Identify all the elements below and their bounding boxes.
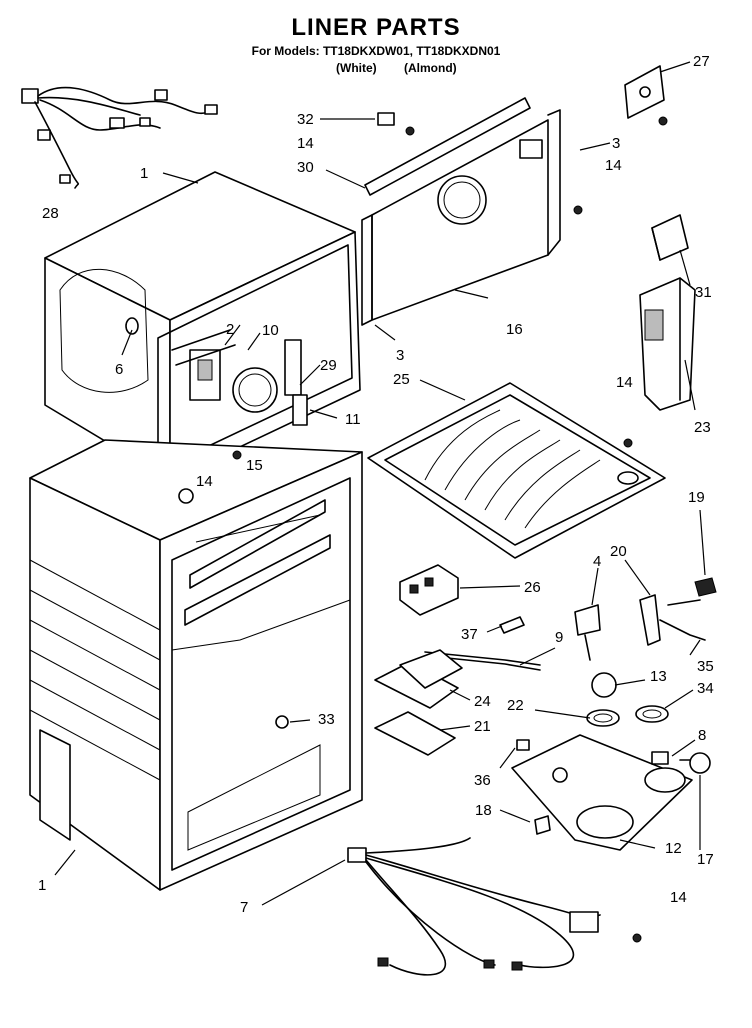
callout-18: 18 bbox=[475, 802, 492, 819]
callout-26: 26 bbox=[524, 579, 541, 596]
callout-25: 25 bbox=[393, 371, 410, 388]
part-21-control-cover bbox=[374, 711, 456, 756]
callout-34: 34 bbox=[697, 680, 714, 697]
part-33-grommet bbox=[275, 715, 289, 729]
callout-23: 23 bbox=[694, 419, 711, 436]
callout-27: 27 bbox=[693, 53, 710, 70]
callout-1-upper: 1 bbox=[140, 165, 148, 182]
callout-11: 11 bbox=[345, 411, 361, 428]
part-16-evaporator-cover bbox=[361, 97, 561, 326]
part-17-lamp-bulb bbox=[679, 752, 711, 774]
part-18-plug bbox=[534, 815, 551, 835]
part-25-crisper-cover bbox=[367, 382, 666, 559]
callout-32: 32 bbox=[297, 111, 314, 128]
part-36-clip bbox=[516, 739, 530, 751]
callout-12: 12 bbox=[665, 840, 682, 857]
callout-7: 7 bbox=[240, 899, 248, 916]
callout-17: 17 bbox=[697, 851, 714, 868]
callout-20: 20 bbox=[610, 543, 627, 560]
part-34-grommet bbox=[635, 705, 669, 723]
part-8-socket bbox=[651, 751, 669, 765]
callout-31: 31 bbox=[695, 284, 712, 301]
part-32-fastener bbox=[377, 112, 395, 126]
callout-35: 35 bbox=[697, 658, 714, 675]
diagram-title: LINER PARTS bbox=[291, 14, 461, 41]
part-7-wiring-harness bbox=[347, 837, 601, 976]
part-22-grommet bbox=[586, 709, 620, 727]
part-29-thermostat bbox=[292, 394, 308, 426]
part-37-clip bbox=[499, 616, 525, 634]
callout-10: 10 bbox=[262, 322, 279, 339]
callout-24: 24 bbox=[474, 693, 491, 710]
part-9-rod bbox=[424, 651, 541, 671]
callout-14-c: 14 bbox=[616, 374, 633, 391]
callout-37: 37 bbox=[461, 626, 478, 643]
part-14-screws bbox=[232, 116, 668, 943]
callout-33: 33 bbox=[318, 711, 335, 728]
callout-9: 9 bbox=[555, 629, 563, 646]
part-12-control-base bbox=[511, 734, 693, 851]
model-numbers: For Models: TT18DKXDW01, TT18DKXDN01 bbox=[251, 44, 501, 58]
color-almond-label: (Almond) bbox=[404, 61, 457, 75]
color-white-label: (White) bbox=[336, 61, 377, 75]
callout-36: 36 bbox=[474, 772, 491, 789]
callout-16: 16 bbox=[506, 321, 523, 338]
callout-28: 28 bbox=[42, 205, 59, 222]
part-26-light-housing bbox=[399, 564, 459, 616]
callout-29: 29 bbox=[320, 357, 337, 374]
callout-19: 19 bbox=[688, 489, 705, 506]
callout-14-a: 14 bbox=[297, 135, 314, 152]
callout-6: 6 bbox=[115, 361, 123, 378]
callout-14-e: 14 bbox=[670, 889, 687, 906]
part-27-cover-plate bbox=[624, 65, 665, 119]
part-28-harness bbox=[21, 86, 218, 189]
callout-leaders bbox=[54, 61, 706, 906]
callout-3-upper: 3 bbox=[612, 135, 620, 152]
part-4-damper-control bbox=[574, 604, 617, 698]
part-31-cap bbox=[651, 214, 689, 261]
callout-8: 8 bbox=[698, 727, 706, 744]
part-23-air-duct bbox=[639, 277, 696, 411]
part-1-freezer-liner bbox=[44, 171, 361, 481]
part-35-bracket bbox=[659, 599, 706, 641]
callout-21: 21 bbox=[474, 718, 491, 735]
callout-labels: 1 1 2 3 3 4 6 7 8 9 10 11 12 13 14 14 14… bbox=[38, 53, 714, 916]
callout-22: 22 bbox=[507, 697, 524, 714]
callout-3-lower: 3 bbox=[396, 347, 404, 364]
callout-14-d: 14 bbox=[196, 473, 213, 490]
part-1-fresh-food-liner bbox=[29, 439, 363, 891]
callout-2: 2 bbox=[226, 321, 234, 338]
part-20-switch bbox=[639, 594, 661, 646]
callout-13: 13 bbox=[650, 668, 667, 685]
callout-30: 30 bbox=[297, 159, 314, 176]
callout-4: 4 bbox=[593, 553, 601, 570]
callout-14-b: 14 bbox=[605, 157, 622, 174]
callout-15: 15 bbox=[246, 457, 263, 474]
callout-1-lower: 1 bbox=[38, 877, 46, 894]
part-24-control-housing bbox=[374, 649, 463, 709]
part-19-button bbox=[694, 577, 717, 597]
